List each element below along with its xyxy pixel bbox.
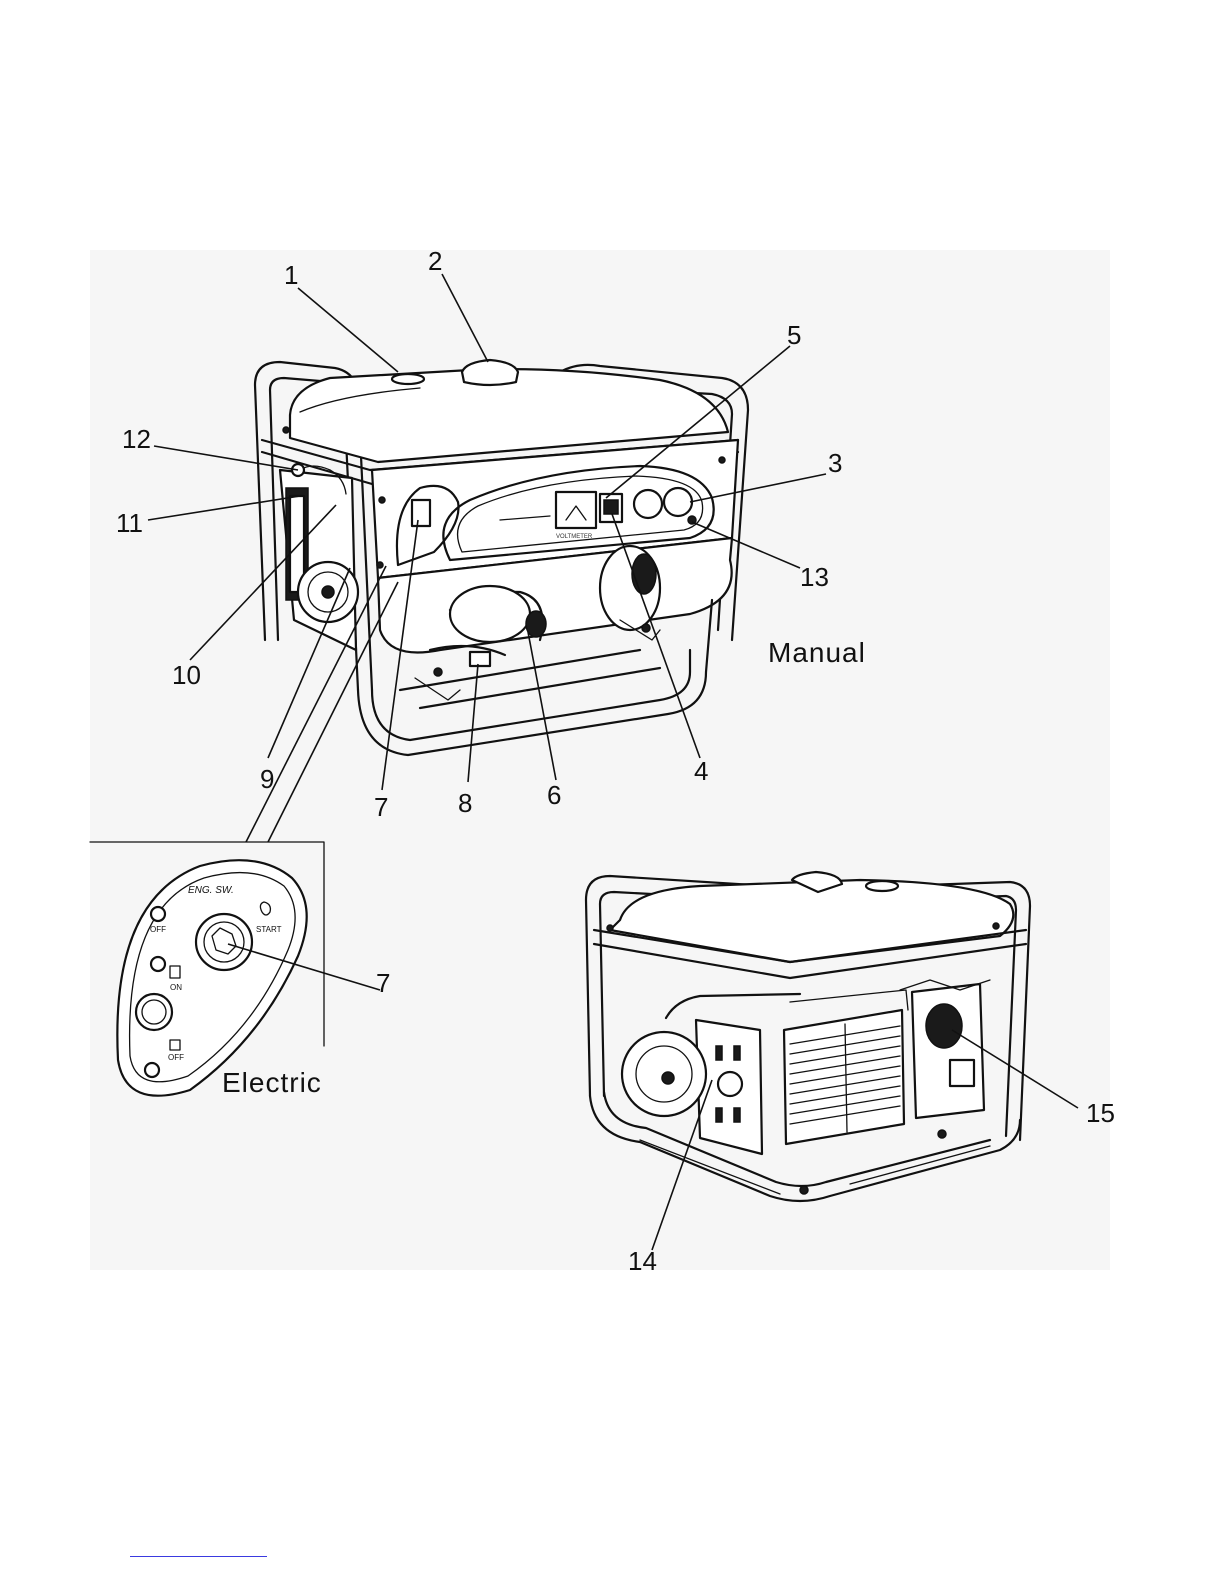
callout-12: 12: [122, 424, 151, 454]
callout-7: 7: [374, 792, 388, 822]
callout-11: 11: [116, 508, 143, 538]
callout-13: 13: [800, 562, 829, 592]
callout-3: 3: [828, 448, 842, 478]
callout-4: 4: [694, 756, 708, 786]
callout-7-inset: 7: [376, 968, 390, 998]
callout-10: 10: [172, 660, 201, 690]
electric-caption: Electric: [222, 1067, 322, 1098]
callout-15: 15: [1086, 1098, 1115, 1128]
callout-14: 14: [628, 1246, 657, 1276]
switch-title: ENG. SW.: [188, 885, 234, 896]
callout-2: 2: [428, 246, 442, 276]
manual-caption: Manual: [768, 637, 866, 668]
callout-9: 9: [260, 764, 274, 794]
switch-start: START: [256, 925, 282, 934]
callout-8: 8: [458, 788, 472, 818]
callout-6: 6: [547, 780, 561, 810]
footer-link-underline[interactable]: [130, 1556, 267, 1557]
svg-text:VOLTMETER: VOLTMETER: [556, 534, 593, 540]
switch-on: ON: [170, 983, 182, 992]
callout-1: 1: [284, 260, 298, 290]
switch-off-bottom: OFF: [168, 1053, 184, 1062]
callout-5: 5: [787, 320, 801, 350]
switch-off-top: OFF: [150, 925, 166, 934]
